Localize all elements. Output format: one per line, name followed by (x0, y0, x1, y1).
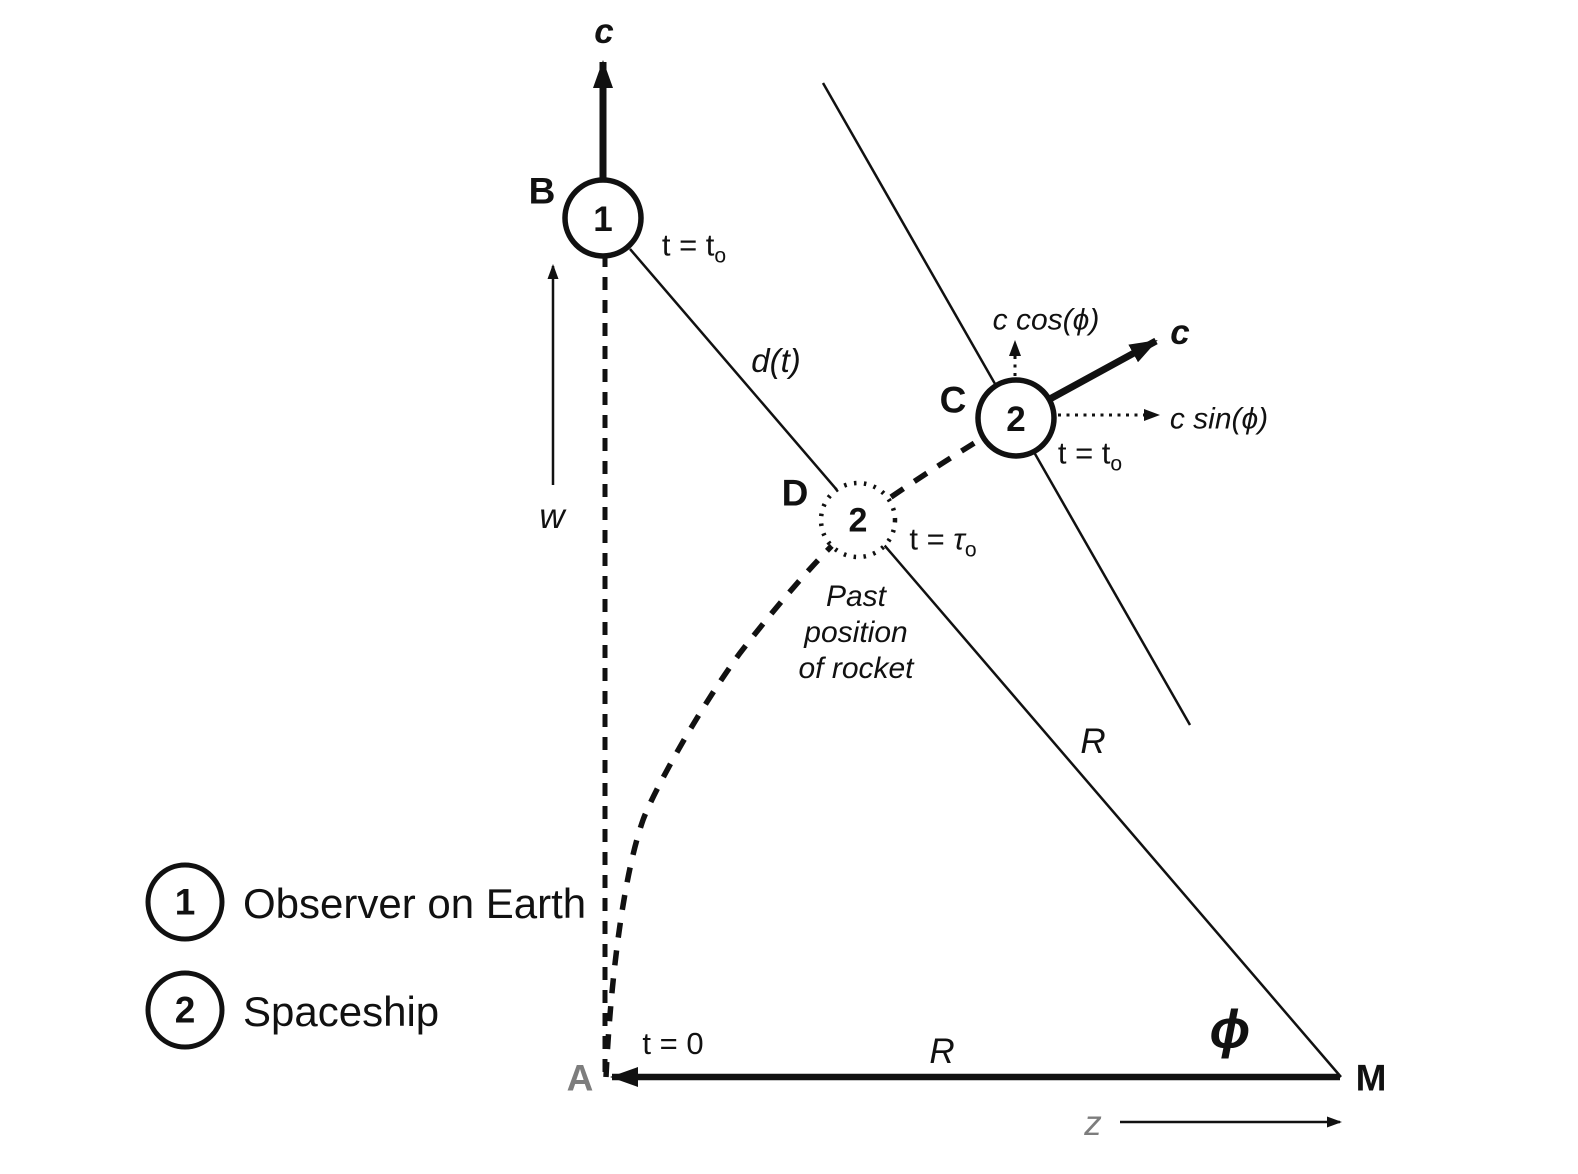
legend-symbol-1: 1 (174, 881, 196, 923)
node-c-circle (975, 377, 1057, 459)
node-c-time-sub: o (1110, 452, 1123, 476)
node-b-occupant: 1 (593, 199, 613, 239)
legend-circle-1 (145, 862, 225, 942)
phi-angle-label: ϕ (1209, 999, 1251, 1060)
sight-line-b-to-m (629, 248, 1342, 1078)
node-c-occupant: 2 (1006, 399, 1026, 439)
c-sin-label: c sin(ϕ) (1169, 402, 1269, 436)
node-d-occupant: 2 (848, 501, 868, 540)
node-b-time-main: t = t (661, 227, 715, 263)
legend-symbol-2: 2 (174, 989, 196, 1031)
r-slant-label: R (1080, 721, 1106, 761)
w-label: w (539, 496, 565, 536)
rocket-trajectory-dashed (603, 415, 1018, 1078)
d-of-t-label: d(t) (751, 341, 801, 379)
node-d-label: D (781, 472, 809, 514)
node-c-label: C (939, 379, 967, 421)
node-c-time: t = to (1057, 435, 1123, 476)
c-cos-label: c cos(ϕ) (992, 303, 1100, 337)
node-b-label: B (528, 170, 556, 212)
legend-circle-2 (145, 970, 225, 1050)
past-position-note-line1: Past (825, 580, 887, 613)
legend-label-spaceship: Spaceship (243, 987, 440, 1035)
node-d-time-tau: τ (953, 521, 965, 557)
node-m-label: M (1355, 1057, 1387, 1099)
node-d-circle-dotted (818, 480, 898, 560)
node-a-time: t = 0 (642, 1025, 704, 1061)
node-a-label: A (566, 1057, 594, 1099)
past-position-note-line2: position (804, 616, 908, 649)
z-axis-label: z (1084, 1103, 1102, 1143)
node-c-time-main: t = t (1057, 435, 1111, 471)
node-d-time-sub: o (964, 538, 977, 562)
past-position-note-line3: of rocket (798, 652, 914, 685)
legend-label-observer: Observer on Earth (243, 879, 587, 927)
past-position-note: Past position of rocket (798, 579, 913, 687)
light-arrow-c (1046, 337, 1158, 404)
c-label-right: c (1170, 312, 1190, 352)
c-label-top: c (594, 11, 614, 51)
node-d-time-pre: t = (909, 521, 954, 557)
node-d-time: t = τo (909, 521, 977, 562)
node-b-time: t = to (661, 227, 727, 268)
node-b-time-sub: o (714, 244, 727, 268)
r-base-label: R (929, 1031, 955, 1071)
